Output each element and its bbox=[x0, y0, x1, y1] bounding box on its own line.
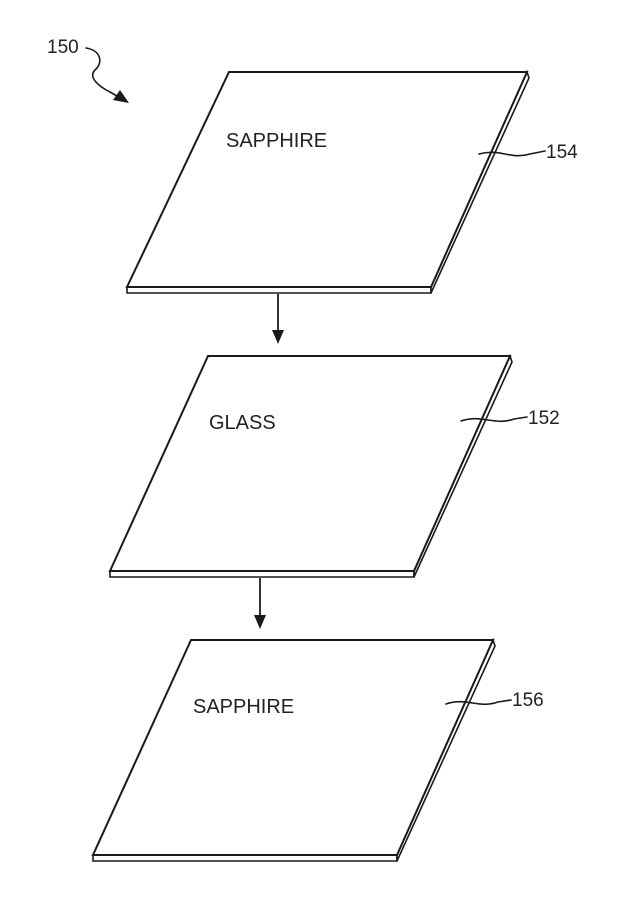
stack-arrow-1 bbox=[272, 294, 284, 344]
layer-bottom-plate bbox=[91, 639, 495, 856]
figure-reference-leader bbox=[85, 47, 123, 100]
stack-arrow-2-head bbox=[254, 615, 266, 629]
figure-reference: 150 bbox=[47, 37, 79, 58]
layer-top-leader-line bbox=[478, 150, 546, 157]
layer-top-label: SAPPHIRE bbox=[226, 130, 327, 152]
layer-bottom-label: SAPPHIRE bbox=[193, 696, 294, 718]
layer-top-plate bbox=[125, 71, 529, 288]
layer-bottom-reference: 156 bbox=[512, 690, 544, 711]
layer-bottom: SAPPHIRE 156 bbox=[91, 637, 544, 862]
layer-middle-reference: 152 bbox=[528, 408, 560, 429]
layer-middle-plate bbox=[108, 355, 512, 572]
layer-middle-leader-line bbox=[460, 416, 528, 423]
layer-top-reference: 154 bbox=[546, 142, 578, 163]
figure-reference-group: 150 bbox=[47, 37, 129, 103]
figure-reference-arrowhead bbox=[113, 90, 129, 103]
layer-middle-label: GLASS bbox=[209, 412, 276, 434]
layer-top: SAPPHIRE 154 bbox=[125, 69, 578, 294]
layer-middle: GLASS 152 bbox=[108, 353, 560, 578]
layer-bottom-leader-line bbox=[445, 699, 512, 706]
stack-arrow-2 bbox=[254, 578, 266, 629]
stack-arrow-1-head bbox=[272, 330, 284, 344]
